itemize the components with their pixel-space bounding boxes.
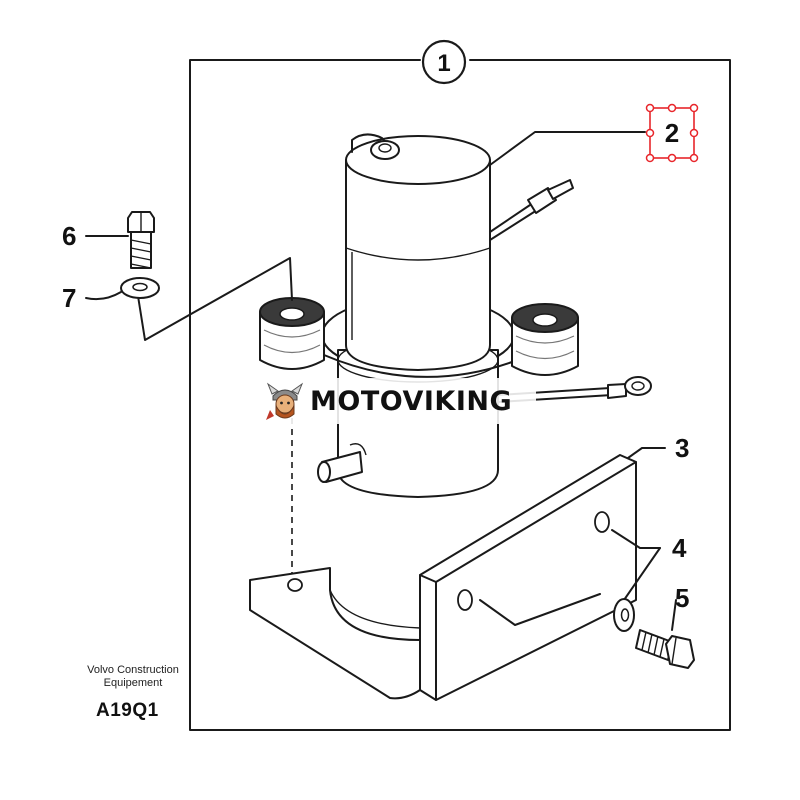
callout-7[interactable]: 7 — [62, 283, 76, 313]
mounting-bracket — [249, 454, 637, 701]
viking-mascot-icon — [266, 382, 304, 420]
callout-3[interactable]: 3 — [675, 433, 689, 463]
rubber-mount-left — [259, 297, 325, 370]
watermark-text: MOTOVIKING — [310, 385, 513, 417]
callout-1[interactable]: 1 — [421, 39, 467, 85]
credit-line-1: Volvo Construction — [87, 664, 179, 676]
leader-3 — [627, 447, 666, 459]
svg-text:1: 1 — [437, 50, 450, 77]
rubber-mount-right — [511, 303, 579, 376]
callout-4[interactable]: 4 — [672, 533, 687, 563]
credit-line-2: Equipement — [103, 677, 163, 689]
pump-top-terminal — [351, 133, 393, 153]
callout-2[interactable]: 2 — [645, 103, 699, 163]
pump-motor-cylinder — [345, 159, 491, 371]
watermark-banner: MOTOVIKING — [262, 378, 536, 424]
bolt-5 — [635, 629, 695, 669]
leader-7-to-mount — [137, 257, 293, 341]
svg-text:2: 2 — [665, 118, 679, 148]
drawing-code: A19Q1 — [96, 700, 159, 721]
bolt-6 — [127, 211, 155, 269]
callout-6[interactable]: 6 — [62, 221, 76, 251]
washer-7 — [120, 277, 160, 299]
leader-4-lower — [479, 593, 601, 626]
callout-5[interactable]: 5 — [675, 583, 689, 613]
wire-connector — [489, 179, 574, 241]
leader-4-upper — [611, 529, 661, 549]
assembly-frame — [189, 59, 731, 731]
leader-2 — [489, 131, 646, 166]
publisher-credit: Volvo Construction Equipement — [78, 664, 188, 690]
washer-4 — [613, 598, 635, 632]
